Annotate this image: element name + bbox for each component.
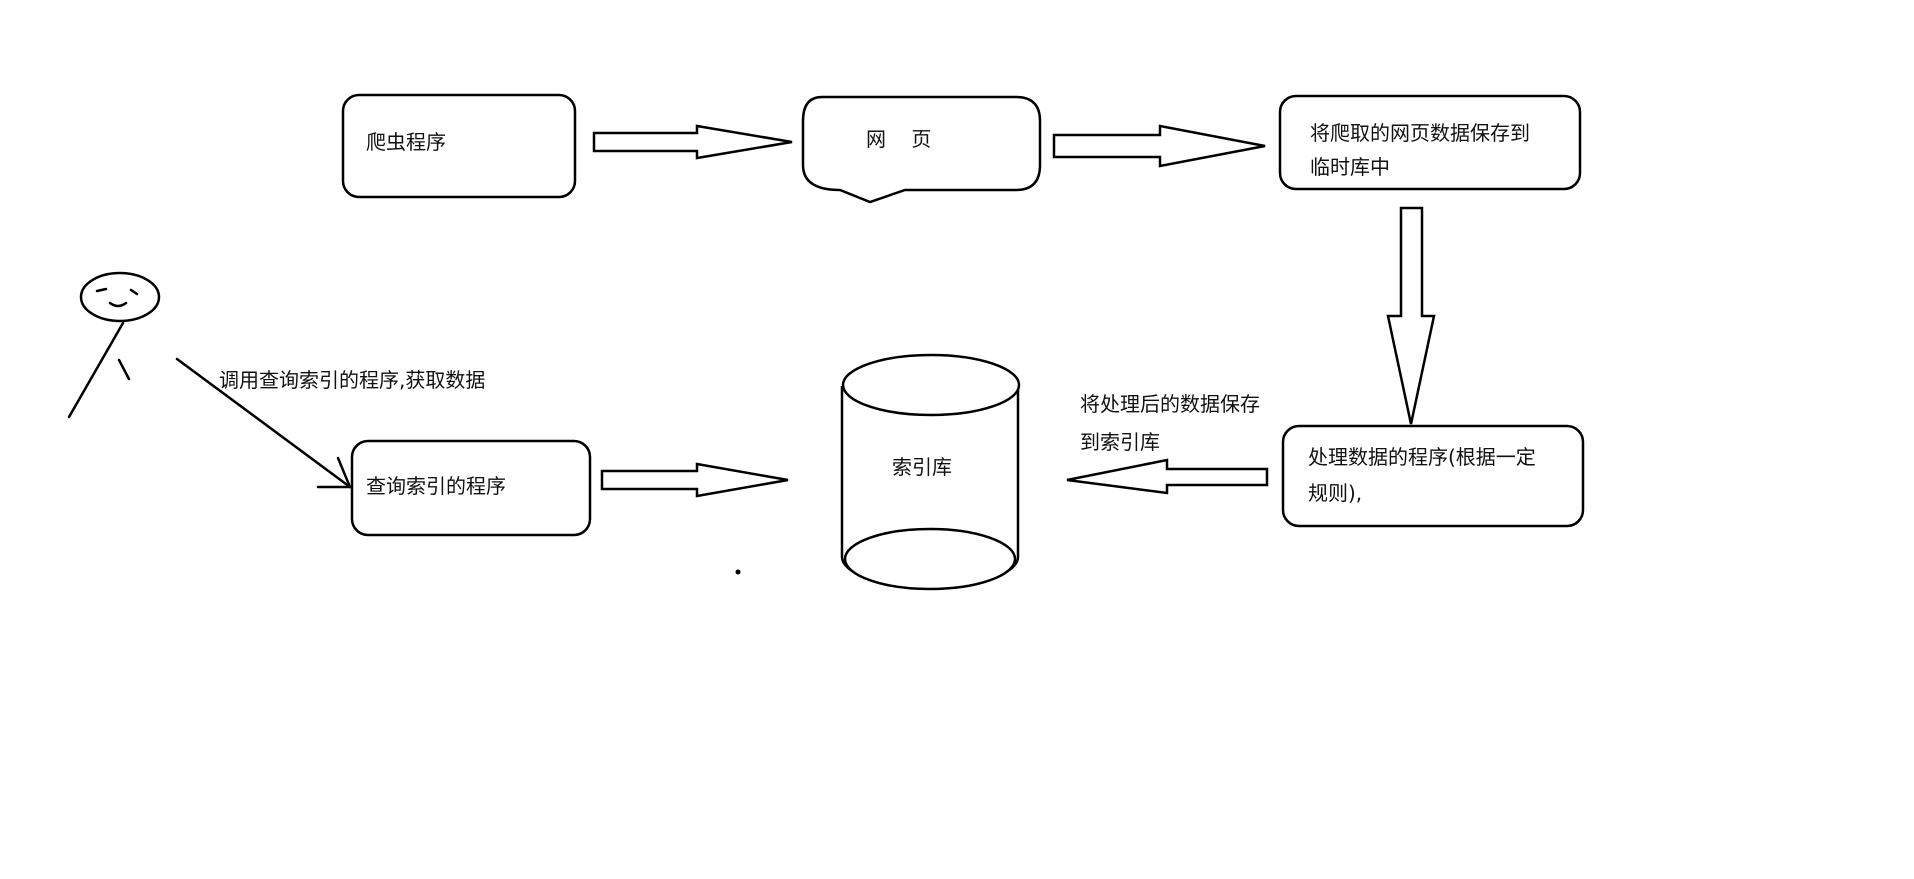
crawler-label: 爬虫程序	[366, 130, 446, 154]
user-figure	[67, 271, 161, 419]
user-body	[67, 321, 125, 419]
index-db-top	[841, 353, 1021, 417]
temp-store-node: 将爬取的网页数据保存到 临时库中	[1278, 94, 1582, 191]
arrow-processor-to-index	[1066, 458, 1269, 495]
processor-to-index-label-line1: 将处理后的数据保存	[1080, 392, 1260, 416]
user-to-query-label: 调用查询索引的程序,获取数据	[219, 368, 485, 392]
temp-store-label-line1: 将爬取的网页数据保存到	[1310, 121, 1530, 145]
user-arm	[117, 358, 131, 381]
index-db-label: 索引库	[892, 455, 952, 479]
temp-store-label-line2: 临时库中	[1310, 155, 1390, 179]
arrow-webpage-to-temp	[1052, 124, 1266, 168]
crawler-box	[341, 93, 577, 199]
crawler-node: 爬虫程序	[341, 93, 577, 199]
arrow-temp-to-processor	[1386, 206, 1436, 425]
user-left-eye	[95, 287, 108, 293]
index-db-node: 索引库	[840, 353, 1021, 591]
user-right-eye	[129, 288, 139, 296]
stray-dot	[735, 569, 741, 575]
temp-store-box	[1278, 94, 1582, 191]
processor-node: 处理数据的程序(根据一定 规则),	[1281, 424, 1585, 528]
arrow-crawler-to-webpage	[592, 124, 793, 160]
user-to-query-line	[175, 357, 352, 489]
webpage-label: 网 页	[866, 127, 931, 151]
query-program-label: 查询索引的程序	[366, 474, 506, 498]
user-mouth	[108, 301, 128, 308]
index-db-bottom	[843, 527, 1017, 591]
arrow-query-to-index	[600, 462, 789, 498]
processor-box	[1281, 424, 1585, 528]
query-program-node: 查询索引的程序	[350, 439, 592, 537]
arrow-user-to-query	[175, 357, 352, 489]
processor-to-index-label-line2: 到索引库	[1080, 430, 1160, 454]
user-head	[79, 271, 161, 323]
webpage-node: 网 页	[801, 95, 1042, 204]
webpage-callout-shape	[801, 95, 1042, 204]
user-to-query-arrowhead	[316, 456, 352, 489]
query-program-box	[350, 439, 592, 537]
processor-label-line2: 规则),	[1308, 481, 1362, 505]
processor-label-line1: 处理数据的程序(根据一定	[1308, 445, 1536, 469]
